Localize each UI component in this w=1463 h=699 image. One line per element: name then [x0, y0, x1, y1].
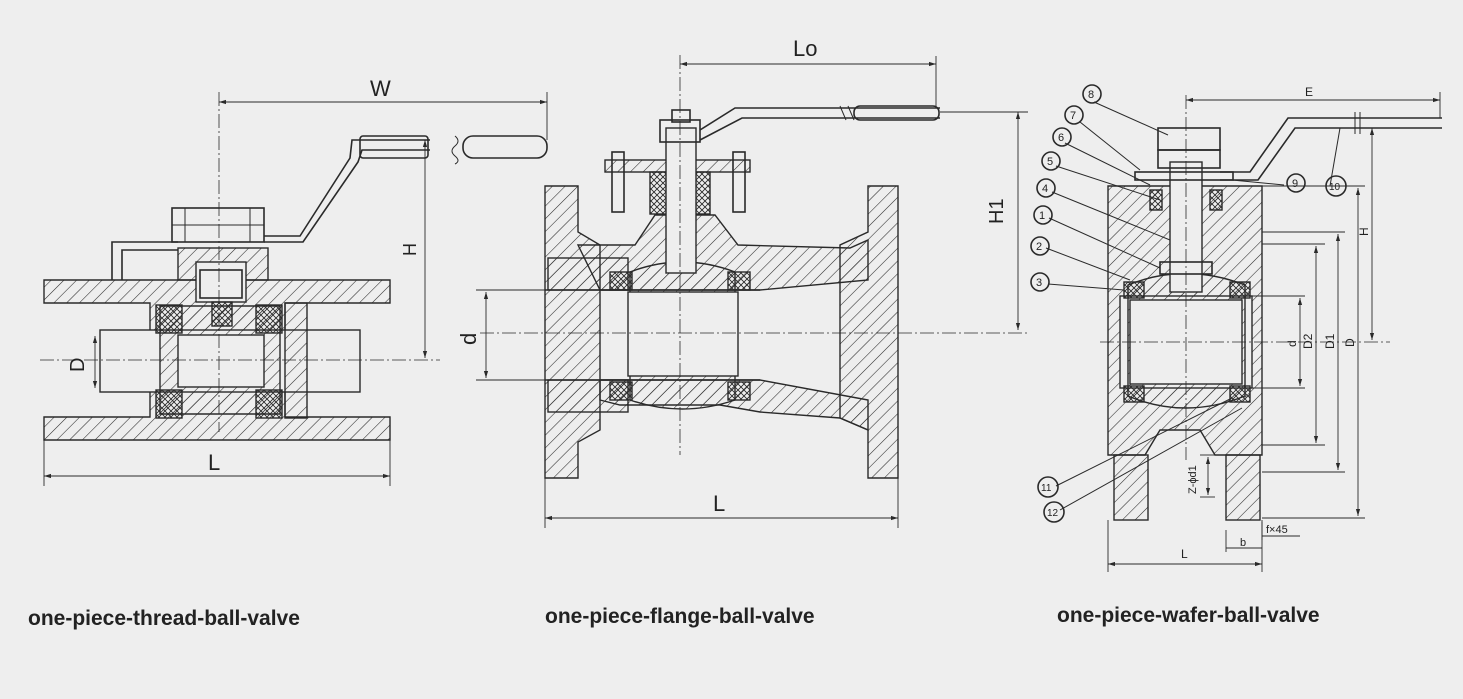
caption-wafer-ball-valve: one-piece-wafer-ball-valve	[1057, 604, 1320, 627]
part-label-4: 4	[1042, 183, 1048, 195]
dim-label-e: E	[1305, 85, 1313, 99]
dim-label-d2: D2	[1301, 333, 1315, 349]
dim-label-d: d	[456, 333, 481, 345]
dim-label-l: L	[713, 491, 725, 516]
dim-label-h: H	[1357, 227, 1371, 236]
part-label-3: 3	[1036, 277, 1042, 289]
part-label-7: 7	[1070, 110, 1076, 122]
part-label-5: 5	[1047, 156, 1053, 168]
part-label-8: 8	[1088, 89, 1094, 101]
dim-label-w: W	[370, 76, 391, 101]
dim-label-d-large: D	[1343, 338, 1357, 347]
part-label-2: 2	[1036, 241, 1042, 253]
dim-label-lo: Lo	[793, 36, 817, 61]
flange-ball-valve-drawing: Lo H1 d L	[456, 36, 1028, 528]
part-label-12: 12	[1047, 508, 1059, 519]
caption-thread-ball-valve: one-piece-thread-ball-valve	[28, 607, 300, 630]
dim-label-d-small: d	[1285, 340, 1299, 347]
thread-ball-valve-drawing: W H D L	[40, 76, 548, 486]
part-callouts: 8 7 6 5 4 1 2 3 9 10 11 12	[1030, 84, 1347, 523]
part-label-9: 9	[1292, 178, 1298, 190]
part-label-10: 10	[1329, 182, 1341, 193]
wafer-ball-valve-drawing: E H d D2 D1 D Z-ϕd1 f×45 b L	[1030, 84, 1442, 572]
dim-label-z-d1: Z-ϕd1	[1187, 465, 1199, 494]
dim-label-h1: H1	[986, 198, 1008, 224]
dim-label-b: b	[1240, 537, 1246, 549]
part-label-11: 11	[1041, 483, 1052, 494]
dim-label-f45: f×45	[1266, 524, 1288, 536]
dim-label-l: L	[1181, 547, 1188, 561]
dim-label-h: H	[400, 243, 420, 256]
dim-label-l: L	[208, 450, 220, 475]
dim-label-d1: D1	[1323, 333, 1337, 349]
part-label-6: 6	[1058, 132, 1064, 144]
caption-flange-ball-valve: one-piece-flange-ball-valve	[545, 605, 815, 628]
dim-label-d: D	[67, 358, 89, 372]
part-label-1: 1	[1039, 210, 1045, 222]
